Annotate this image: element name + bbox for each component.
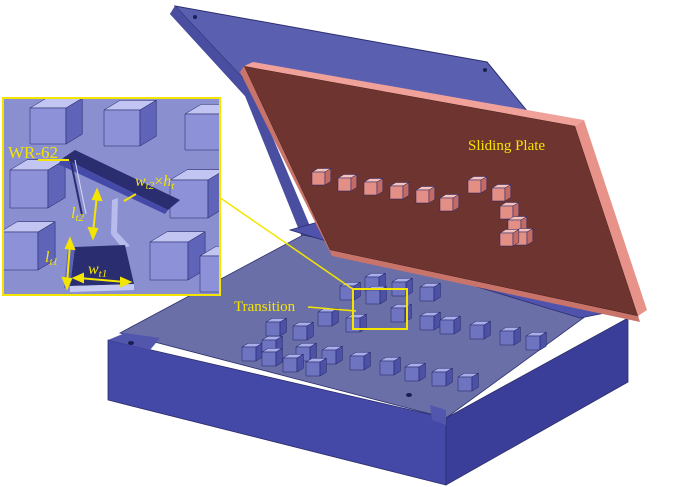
base-pin [419,311,442,331]
plate-pin [439,194,460,212]
transition-leader-line [307,306,357,312]
inset-pin [184,104,219,151]
base-pin [317,307,340,327]
plate-pin [337,174,358,192]
base-pin [439,315,462,335]
base-pin [469,320,492,340]
plate-pin [311,168,332,186]
base-pin [261,347,284,367]
inset-pin [169,169,219,219]
base-pin [390,303,413,323]
inset-pin [199,246,219,293]
plate-pin-array [311,168,534,247]
inset-pin [9,159,67,209]
wt1-label: wt1 [88,261,107,280]
base-pin [292,321,315,341]
base-pin [525,331,548,351]
base-pin [282,353,305,373]
inset-pin [29,99,83,145]
transition-highlight-box [352,288,408,330]
transition-label: Transition [234,299,296,315]
plate-pin [491,184,512,202]
sliding-plate: Sliding Plate [240,62,647,322]
base-pin [241,342,264,362]
waveguide-label: WR-62 [8,143,58,162]
inset-leader-line [218,196,355,291]
lt1-label: lt1 [45,249,58,268]
base-pin [379,356,402,376]
inset-pin [103,99,158,147]
inset-pin [149,231,207,281]
base-pin [404,362,427,382]
base-pin [305,357,328,377]
lt2-label: lt2 [71,205,85,224]
inset-zoom: WR-62 wt2×ht lt2 lt1 wt1 [2,97,221,296]
base-pin [431,367,454,387]
base-pin [499,326,522,346]
plate-pin [499,229,520,247]
inset-pin [4,221,57,271]
base-pin [265,317,288,337]
base-pin [457,372,480,392]
base-pin [339,281,362,301]
base-pin [349,351,372,371]
base-pin [391,277,414,297]
plate-pin [499,202,520,220]
plate-pin [415,186,436,204]
plate-pin [389,182,410,200]
base-pin [419,282,442,302]
sliding-plate-label: Sliding Plate [468,138,545,154]
wt2-ht-label: wt2×ht [135,173,175,192]
base-pin-array [241,272,548,392]
plate-pin [363,178,384,196]
dimension-arrows [38,159,137,291]
plate-pin [467,176,488,194]
